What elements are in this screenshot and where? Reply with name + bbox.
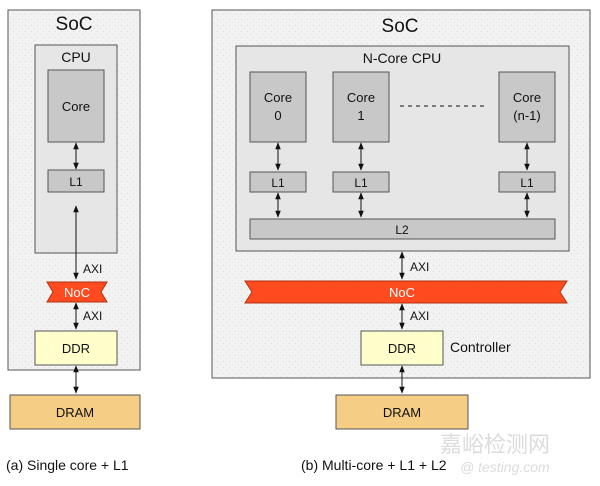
watermark-main-text: 嘉峪检测网 [440, 432, 550, 457]
left-noc-label: NoC [64, 285, 90, 300]
left-soc-label: SoC [56, 14, 93, 35]
left-axi-top-label: AXI [83, 262, 102, 276]
l1-0-box [249, 171, 307, 193]
watermark: 嘉峪检测网 @ testing.com [440, 432, 550, 475]
right-caption: (b) Multi-core + L1 + L2 [301, 457, 447, 473]
left-l1-box [47, 169, 105, 193]
l2-label: L2 [395, 223, 409, 237]
core-0-label-line2: 0 [274, 108, 281, 123]
core-1-label-line1: Core [347, 90, 375, 105]
left-ddr-box [34, 330, 118, 366]
right-ddr-label: DDR [388, 341, 416, 356]
core-n-1-label-line2: (n-1) [513, 108, 540, 123]
left-core-box [47, 69, 105, 143]
core-n-1-box [498, 71, 556, 143]
l1-1-label: L1 [354, 176, 368, 190]
right-soc-label: SoC [382, 16, 419, 37]
l1-n-1-label: L1 [520, 176, 534, 190]
left-diagram: SoC CPU Core L1 AXI NoC AXI DDR DRAM [7, 9, 141, 430]
right-axi-bottom-label: AXI [410, 309, 429, 323]
l1-0-label: L1 [271, 176, 285, 190]
l1-1-box [332, 171, 390, 193]
right-cpu-label: N-Core CPU [363, 50, 442, 66]
core-n-1-label-line1: Core [513, 90, 541, 105]
left-dram-box [9, 394, 141, 430]
left-axi-bottom-label: AXI [83, 309, 102, 323]
core-1-label-line2: 1 [357, 108, 364, 123]
left-ddr-label: DDR [62, 341, 90, 356]
left-l1-label: L1 [69, 175, 83, 189]
left-dram-label: DRAM [56, 405, 94, 420]
l1-n-1-box [498, 171, 556, 193]
right-dram-label: DRAM [383, 405, 421, 420]
left-noc-shape [46, 281, 108, 303]
left-cpu-label: CPU [61, 49, 91, 65]
right-noc-shape [244, 280, 568, 304]
l2-box [249, 218, 556, 240]
left-caption: (a) Single core + L1 [6, 457, 129, 473]
right-axi-top-label: AXI [410, 260, 429, 274]
core-0-box [249, 71, 307, 143]
right-dram-box [335, 394, 469, 430]
core-1-box [332, 71, 390, 143]
core-0-label-line1: Core [264, 90, 292, 105]
controller-label: Controller [450, 339, 511, 355]
right-ddr-box [360, 330, 444, 366]
left-core-label: Core [62, 99, 90, 114]
watermark-sub-text: @ testing.com [460, 459, 550, 475]
right-noc-label: NoC [389, 285, 415, 300]
right-diagram: SoC N-Core CPU Core 0 Core 1 Core (n-1) … [211, 9, 591, 430]
